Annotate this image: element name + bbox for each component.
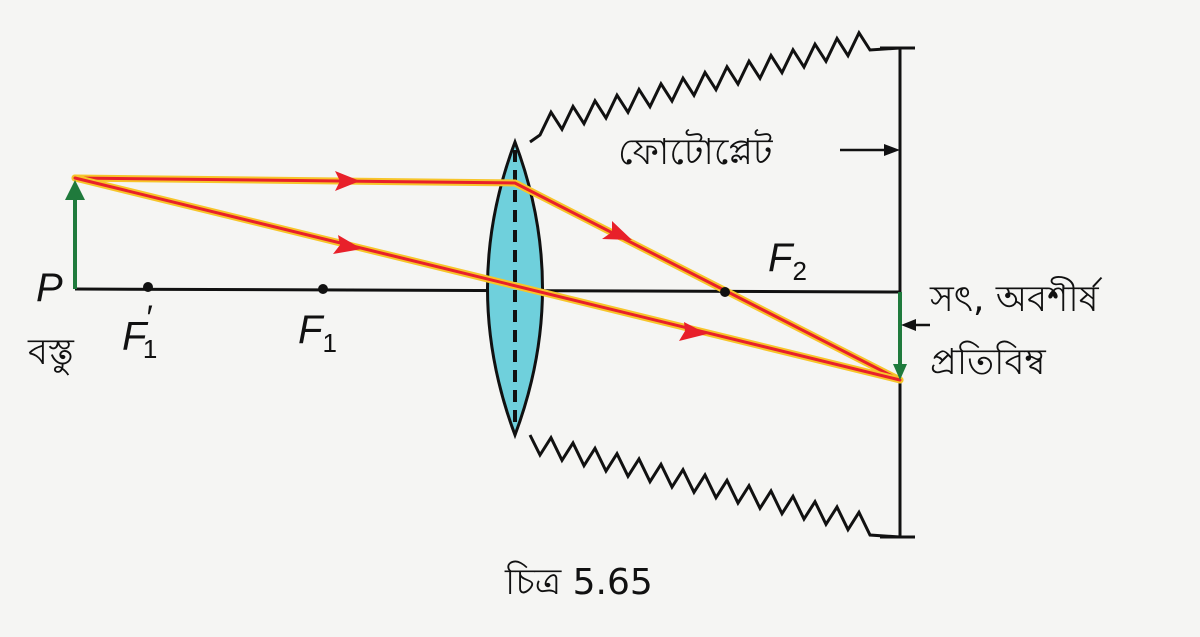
focus-f1-prime bbox=[143, 282, 153, 292]
arrowhead-icon bbox=[679, 322, 707, 341]
image-pointer-arrow-icon bbox=[901, 319, 916, 331]
rays bbox=[71, 174, 904, 384]
label-photoplate: ফোটোপ্লেট bbox=[618, 132, 773, 173]
arrowhead-icon bbox=[333, 235, 362, 254]
photoplate-pointer-arrow-icon bbox=[884, 144, 900, 156]
label-p: P bbox=[36, 266, 63, 310]
label-object: বস্তু bbox=[28, 332, 74, 373]
image-arrowhead-icon bbox=[893, 364, 907, 380]
object-arrowhead-icon bbox=[65, 180, 85, 200]
bellows-top bbox=[529, 29, 901, 144]
figure-caption: চিত্র 5.65 bbox=[505, 562, 653, 603]
label-image-line1: সৎ, অবশীর্ষ bbox=[930, 279, 1099, 320]
focus-f1 bbox=[318, 284, 328, 294]
bellows-bottom bbox=[528, 434, 901, 539]
ray-arrowheads bbox=[333, 171, 707, 341]
arrowhead-icon bbox=[335, 171, 360, 191]
label-f1-prime: F′1 bbox=[122, 299, 158, 365]
arrowhead-icon bbox=[602, 221, 632, 240]
label-f2: F2 bbox=[768, 236, 807, 286]
label-image-line2: প্রতিবিম্ব bbox=[930, 342, 1046, 383]
label-f1: F1 bbox=[298, 308, 337, 358]
focus-f2 bbox=[720, 287, 730, 297]
